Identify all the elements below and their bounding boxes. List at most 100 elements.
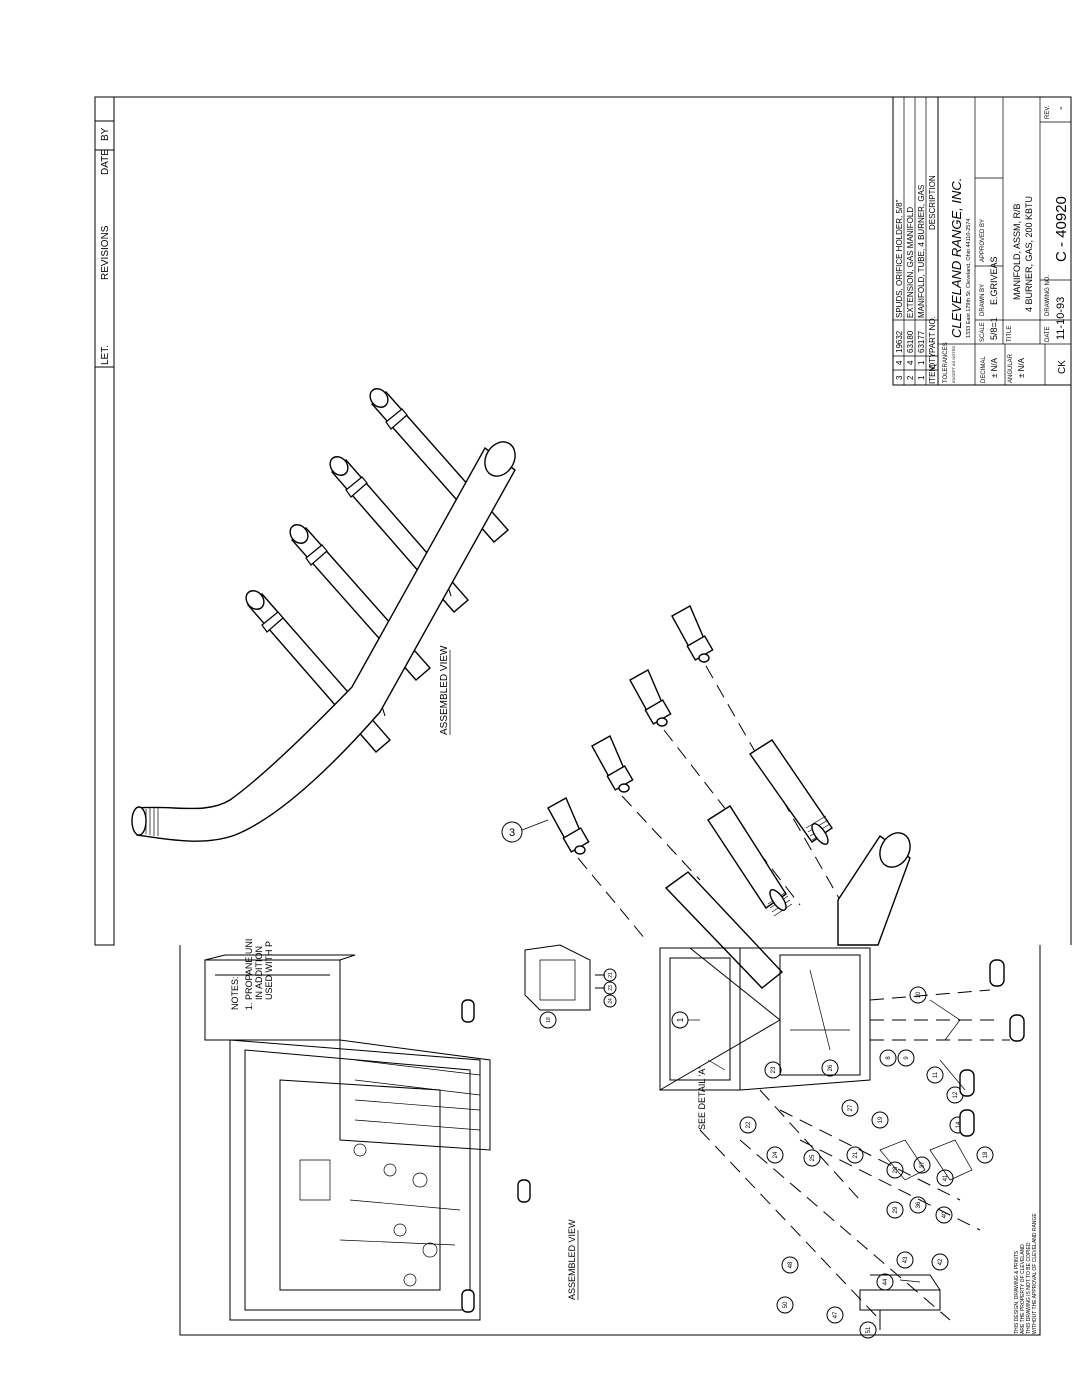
parts-row-part-no: 19632	[895, 330, 904, 353]
callout-number: 44	[883, 1278, 889, 1285]
revisions-title-label: REVISIONS	[100, 225, 111, 280]
parts-row-item: 2	[906, 375, 915, 380]
callout-balloon	[859, 1321, 877, 1339]
callout-number: 12	[953, 1091, 959, 1098]
company-name: CLEVELAND RANGE, INC.	[949, 178, 964, 338]
revisions-block: BY DATE REVISIONS LET.	[94, 96, 115, 946]
company-address: 1333 East 179th St. Cleveland, Ohio 4411…	[966, 219, 972, 338]
scale-label: SCALE	[980, 322, 986, 342]
callout-balloon	[936, 1169, 954, 1187]
callout-number: 48	[788, 1261, 794, 1268]
callout-balloon	[886, 1161, 904, 1179]
parts-header-description: DESCRIPTION	[928, 175, 937, 230]
title-block: TOLERANCES EXCEPT AS NOTED DECIMAL ± N/A…	[937, 96, 1072, 386]
callout-number: 28	[893, 1166, 899, 1173]
orifice-spud	[547, 797, 590, 855]
callout-number: 21	[608, 972, 614, 978]
manifold-exploded-view: 3	[501, 605, 911, 989]
callout-balloon	[776, 1296, 794, 1314]
parts-row-qty: 4	[906, 360, 915, 365]
except-note: EXCEPT AS NOTED	[951, 346, 956, 383]
proprietary-note: THIS DESIGN, DRAWING & PRINTS ARE THE PR…	[1014, 1213, 1038, 1334]
callout-number: 27	[848, 1104, 854, 1111]
drawing-no-value: C - 40920	[1053, 196, 1070, 262]
callout-number: 40	[942, 1211, 948, 1218]
manifold-assembled-view: ASSEMBLED VIEW	[131, 388, 516, 842]
title-line-2: 4 BURNER, GAS, 200 KBTU	[1024, 196, 1034, 312]
lower-sheet-border	[179, 945, 1041, 1336]
upper-assembled-view-label: ASSEMBLED VIEW	[439, 645, 450, 735]
callout-number: 25	[810, 1154, 816, 1161]
angular-value: ± N/A	[1017, 357, 1026, 378]
callout-number: 41	[943, 1174, 949, 1181]
title-line-1: MANIFOLD, ASSM, R/B	[1012, 203, 1022, 300]
proprietary-line: THIS DRAWING IS NOT TO BE COPIED	[1026, 1242, 1032, 1334]
callout-number: 9	[904, 1056, 910, 1060]
decimal-value: ± N/A	[990, 357, 999, 378]
manifold-main-tube	[136, 446, 516, 842]
parts-row-qty: 4	[895, 360, 904, 365]
callout-balloon	[739, 1116, 757, 1134]
parts-row-qty: 1	[917, 360, 926, 365]
callout-balloon	[896, 1251, 914, 1269]
callout-number: 19	[878, 1116, 884, 1123]
callout-balloon	[826, 1306, 844, 1324]
upper-sheet: BY DATE REVISIONS LET. ITEM QTY PART NO.…	[94, 96, 1072, 989]
decimal-label: DECIMAL	[981, 356, 987, 383]
approved-by-label: APPROVED BY	[980, 219, 986, 262]
callout-3-label: 3	[509, 827, 515, 839]
note-line: USED WITH P	[264, 941, 274, 1000]
lower-sheet: NOTES: 1. PROPANE UNI IN ADDITION USED W…	[179, 939, 1041, 1339]
revisions-strip	[94, 96, 115, 946]
orifice-spud	[671, 605, 714, 663]
callout-number: 29	[893, 1206, 899, 1213]
callout-balloon	[931, 1253, 949, 1271]
callout-balloon	[821, 1059, 839, 1077]
angular-label: ANGULAR	[1008, 353, 1014, 383]
callout-number: 42	[938, 1258, 944, 1265]
callout-balloon	[766, 1146, 784, 1164]
callout-number: 36	[916, 1201, 922, 1208]
parts-row-description: MANIFOLD, TUBE, 4 BURNER, GAS	[917, 185, 926, 318]
parts-row-part-no: 63180	[906, 330, 915, 353]
callout-number: 21	[853, 1151, 859, 1158]
parts-row-description: EXTENSION, GAS MANIFOLD	[906, 207, 915, 318]
callout-balloon	[926, 1066, 944, 1084]
callout-number: 26	[828, 1064, 834, 1071]
revisions-date-label: DATE	[100, 149, 111, 175]
notes-title: NOTES:	[230, 976, 240, 1010]
callout-balloon	[803, 1149, 821, 1167]
orifice-spud	[629, 669, 672, 727]
frame-exploded-view: SEE DETAIL 'A'	[659, 947, 1025, 1339]
drawn-by-label: DRAWN BY	[980, 284, 986, 316]
note-line: 1. PROPANE UNI	[244, 939, 254, 1010]
notes-block: NOTES: 1. PROPANE UNI IN ADDITION USED W…	[230, 939, 274, 1010]
callout-number: 14	[956, 1121, 962, 1128]
callout-number: 50	[783, 1301, 789, 1308]
callout-balloon	[846, 1146, 864, 1164]
parts-row-part-no: 63177	[917, 330, 926, 353]
callout-balloon	[841, 1099, 859, 1117]
parts-list: ITEM QTY PART NO. DESCRIPTION 1 1 63177 …	[892, 96, 939, 386]
ck-label: CK	[1057, 360, 1068, 374]
tolerances-label: TOLERANCES	[943, 342, 949, 383]
callout-24	[603, 994, 617, 1008]
title-block-frame	[937, 96, 1072, 386]
callout-number: 43	[903, 1256, 909, 1263]
parts-row-description: SPUDS, ORIFICE HOLDER, 5/8"	[895, 199, 904, 318]
callout-balloon	[897, 1049, 915, 1067]
callout-balloon	[909, 1196, 927, 1214]
callout-number: 37	[920, 1161, 926, 1168]
callout-number: 23	[771, 1066, 777, 1073]
callout-number: 18	[983, 1151, 989, 1158]
callout-balloon	[871, 1111, 889, 1129]
callout-balloon	[764, 1061, 782, 1079]
scale-value: 5/8=1	[989, 317, 999, 340]
callout-balloon	[976, 1146, 994, 1164]
callout-balloon	[879, 1049, 897, 1067]
revisions-let-label: LET.	[100, 345, 111, 365]
parts-header-part-no: PART NO.	[928, 316, 937, 353]
callout-number: 24	[773, 1151, 779, 1158]
